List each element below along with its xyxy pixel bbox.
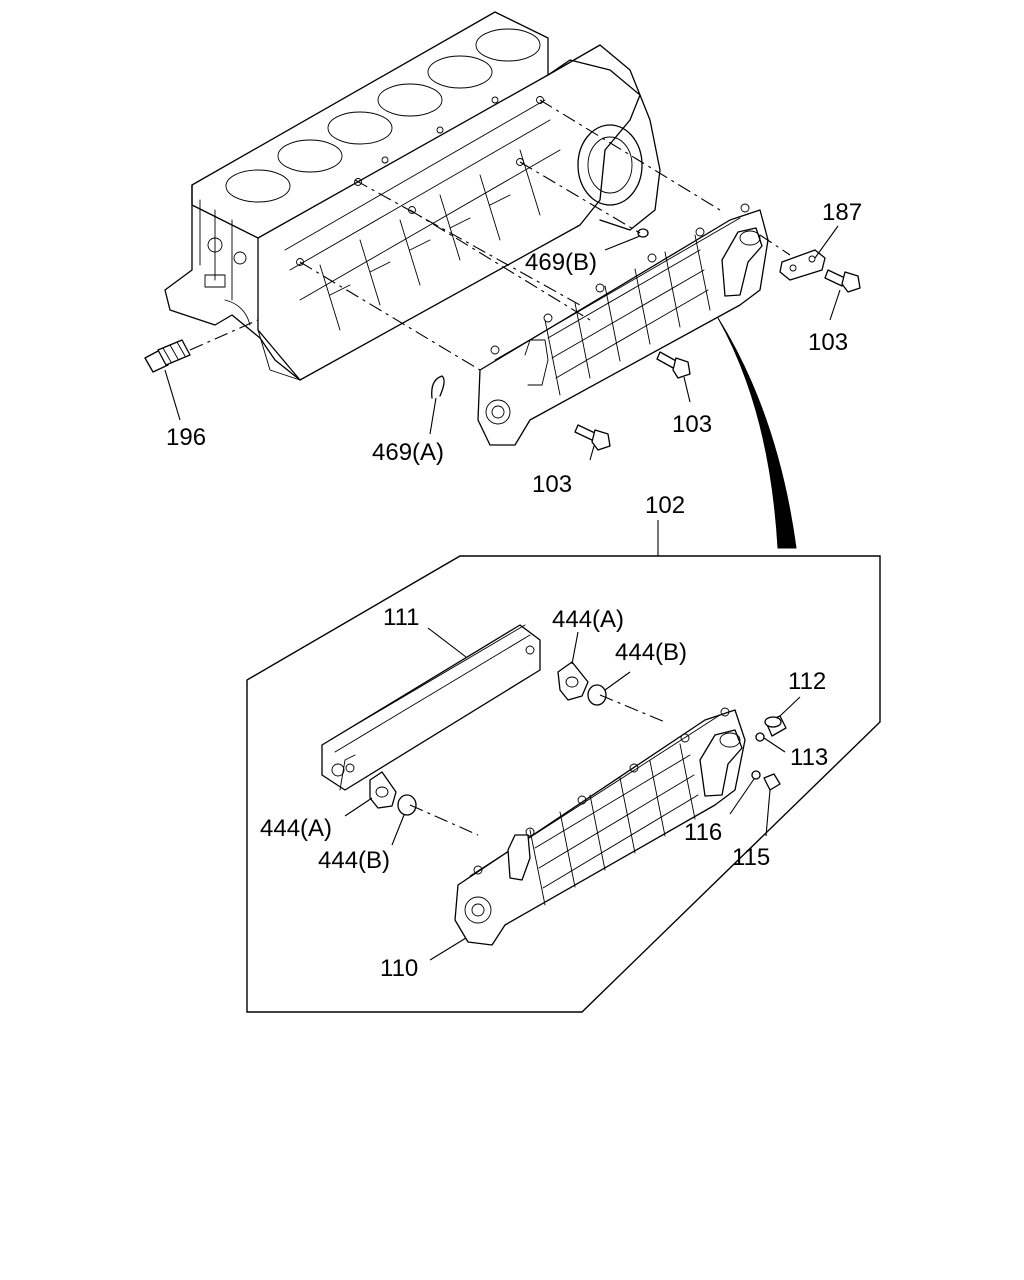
callout-469b: 469(B)	[525, 249, 597, 276]
cooler-body-110	[454, 707, 746, 946]
gasket-444a-left	[369, 771, 397, 809]
callout-444a-left: 444(A)	[260, 815, 332, 842]
o-ring-444b-top	[587, 684, 607, 706]
bolt-103-mid	[656, 351, 691, 379]
callout-112: 112	[788, 668, 826, 695]
cooler-element-111	[321, 624, 541, 791]
callout-102: 102	[645, 492, 685, 519]
callout-187: 187	[822, 199, 862, 226]
callout-115: 115	[732, 844, 770, 871]
o-ring-469a	[431, 375, 445, 399]
callout-103-low: 103	[532, 471, 572, 498]
detail-frame	[246, 555, 881, 1013]
washer-113	[755, 732, 765, 742]
callout-444a-top: 444(A)	[552, 606, 624, 633]
plug-112	[764, 715, 787, 737]
callout-103-right: 103	[808, 329, 848, 356]
oil-cooler-upper	[477, 203, 769, 446]
callout-103-mid: 103	[672, 411, 712, 438]
plug-196	[144, 339, 191, 373]
callout-196: 196	[166, 424, 206, 451]
o-ring-444b-left	[397, 794, 417, 816]
o-ring-469b	[637, 228, 649, 238]
washer-116	[751, 770, 761, 780]
gasket-444a-top	[557, 661, 589, 701]
cylinder-block	[164, 11, 661, 381]
callout-113: 113	[790, 744, 828, 771]
bolt-103-right	[824, 269, 861, 293]
callout-444b-top: 444(B)	[615, 639, 687, 666]
callout-116: 116	[684, 819, 722, 846]
detail-pointer-arrow	[717, 317, 797, 549]
bolt-103-low	[574, 424, 611, 451]
callout-469a: 469(A)	[372, 439, 444, 466]
callout-111: 111	[383, 604, 419, 631]
plug-115	[763, 773, 781, 791]
callout-444b-left: 444(B)	[318, 847, 390, 874]
callout-110: 110	[380, 955, 418, 982]
bracket-187	[779, 249, 826, 281]
